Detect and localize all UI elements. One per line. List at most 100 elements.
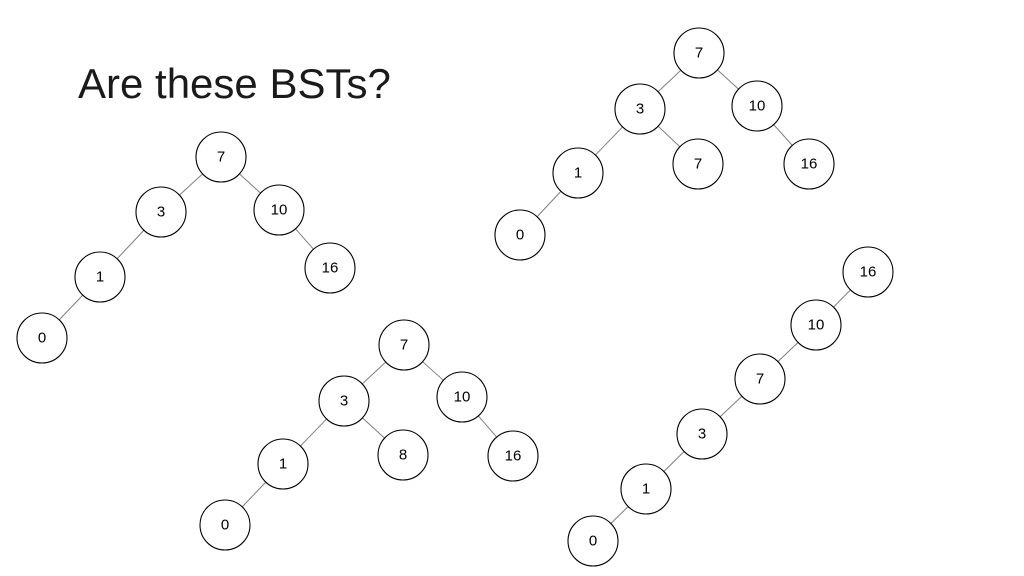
node-circle <box>614 83 666 135</box>
tree-node: 7 <box>673 27 725 79</box>
node-label: 0 <box>221 517 229 534</box>
node-circle <box>790 299 842 351</box>
tree-node: 10 <box>731 80 783 132</box>
node-label: 16 <box>860 264 877 281</box>
node-circle <box>620 463 672 515</box>
node-label: 3 <box>698 426 706 443</box>
tree-edge <box>719 395 743 418</box>
node-circle <box>195 131 247 183</box>
node-label: 0 <box>589 533 597 550</box>
tree-node: 1 <box>257 438 309 490</box>
tree-node: 0 <box>494 209 546 261</box>
node-circle <box>734 353 786 405</box>
tree-edge <box>717 69 739 90</box>
node-circle <box>487 430 539 482</box>
tree-node: 10 <box>436 371 488 423</box>
node-circle <box>552 147 604 199</box>
node-circle <box>135 186 187 238</box>
tree-edge <box>295 228 314 250</box>
node-label: 7 <box>400 337 408 354</box>
tree-node: 10 <box>253 184 305 236</box>
node-circle <box>783 138 835 190</box>
tree-node: 7 <box>734 353 786 405</box>
tree-node: 10 <box>790 299 842 351</box>
tree-edge <box>833 289 851 308</box>
tree-edge <box>239 173 261 194</box>
tree-node: 8 <box>377 429 429 481</box>
node-circle <box>257 438 309 490</box>
node-label: 0 <box>38 330 46 347</box>
node-label: 16 <box>505 448 522 465</box>
tree-node: 7 <box>195 131 247 183</box>
tree-node: 3 <box>135 186 187 238</box>
tree-edge <box>361 361 387 385</box>
node-circle <box>731 80 783 132</box>
tree-node: 16 <box>304 242 356 294</box>
tree-edge <box>773 124 793 146</box>
tree-node: 16 <box>842 246 894 298</box>
node-circle <box>253 184 305 236</box>
tree-node: 1 <box>74 251 126 303</box>
tree-node: 3 <box>614 83 666 135</box>
node-circle <box>378 319 430 371</box>
tree-edge <box>595 126 623 156</box>
node-label: 7 <box>756 371 764 388</box>
tree-node: 0 <box>16 312 68 364</box>
tree-edge <box>777 341 799 363</box>
tree-node: 16 <box>487 430 539 482</box>
tree-edge <box>536 190 562 218</box>
tree-node: 16 <box>783 138 835 190</box>
node-circle <box>567 515 619 567</box>
node-label: 0 <box>516 227 524 244</box>
tree-node: 1 <box>552 147 604 199</box>
tree-edge <box>116 229 145 260</box>
tree-edge <box>179 173 203 196</box>
tree-node: 1 <box>620 463 672 515</box>
tree-node: 3 <box>676 408 728 460</box>
node-label: 7 <box>694 156 702 173</box>
node-label: 7 <box>217 149 225 166</box>
node-label: 3 <box>636 101 644 118</box>
node-label: 10 <box>749 98 766 115</box>
node-label: 1 <box>642 481 650 498</box>
tree-edge <box>477 415 498 438</box>
tree-edge <box>657 69 682 93</box>
node-label: 16 <box>801 156 818 173</box>
tree-edge <box>422 361 444 381</box>
edges-layer <box>58 69 851 524</box>
node-circle <box>494 209 546 261</box>
node-label: 10 <box>271 202 288 219</box>
tree-node: 3 <box>318 375 370 427</box>
node-circle <box>304 242 356 294</box>
tree-node: 7 <box>672 138 724 190</box>
node-label: 1 <box>574 165 582 182</box>
node-circle <box>377 429 429 481</box>
node-label: 1 <box>96 269 104 286</box>
node-circle <box>74 251 126 303</box>
slide-title: Are these BSTs? <box>78 60 391 107</box>
node-label: 8 <box>399 447 407 464</box>
node-label: 3 <box>157 204 165 221</box>
node-circle <box>199 499 251 551</box>
node-label: 7 <box>695 45 703 62</box>
tree-edge <box>610 506 629 524</box>
node-circle <box>16 312 68 364</box>
tree-node: 0 <box>567 515 619 567</box>
node-circle <box>842 246 894 298</box>
node-circle <box>676 408 728 460</box>
tree-edge <box>362 417 385 439</box>
node-label: 10 <box>808 317 825 334</box>
node-label: 3 <box>340 393 348 410</box>
node-label: 10 <box>454 389 471 406</box>
tree-edge <box>300 418 327 447</box>
node-circle <box>436 371 488 423</box>
tree-node: 7 <box>378 319 430 371</box>
node-label: 16 <box>322 260 339 277</box>
node-label: 1 <box>279 456 287 473</box>
node-circle <box>672 138 724 190</box>
tree-node: 0 <box>199 499 251 551</box>
node-circle <box>673 27 725 79</box>
tree-edge <box>241 481 267 508</box>
